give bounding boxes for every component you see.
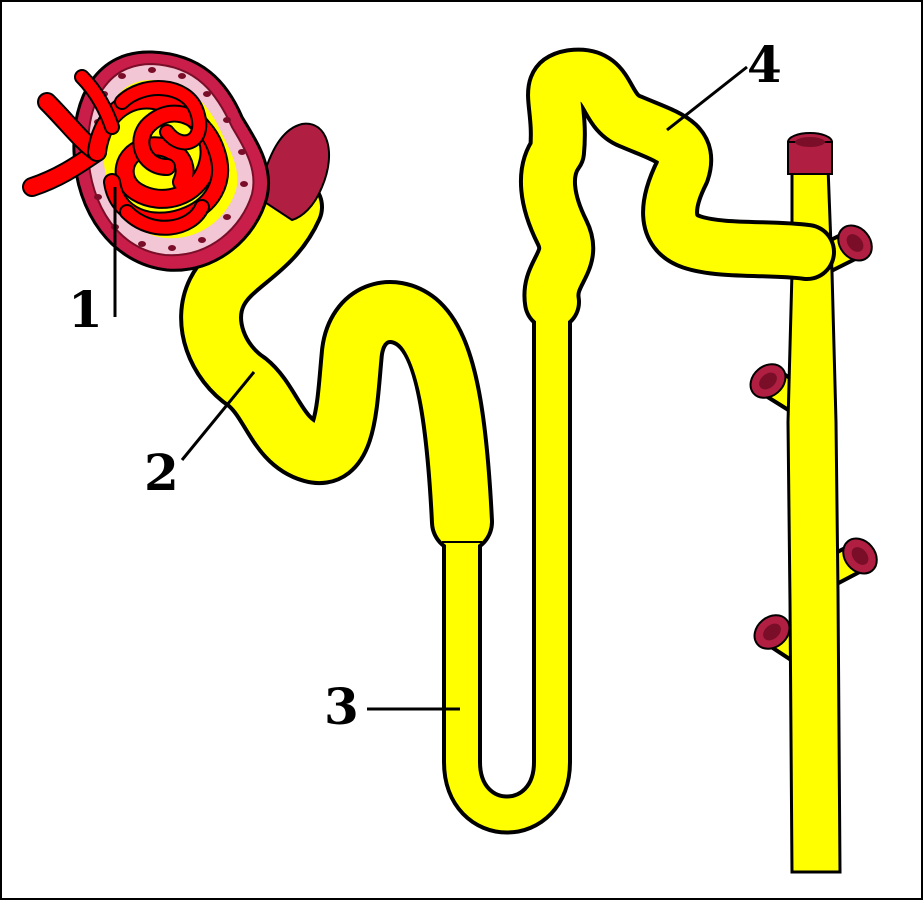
label-2: 2 (144, 443, 179, 502)
label-1: 1 (68, 280, 103, 339)
label-3: 3 (324, 677, 359, 736)
leader-line-4 (667, 67, 747, 130)
label-4: 4 (747, 35, 782, 94)
